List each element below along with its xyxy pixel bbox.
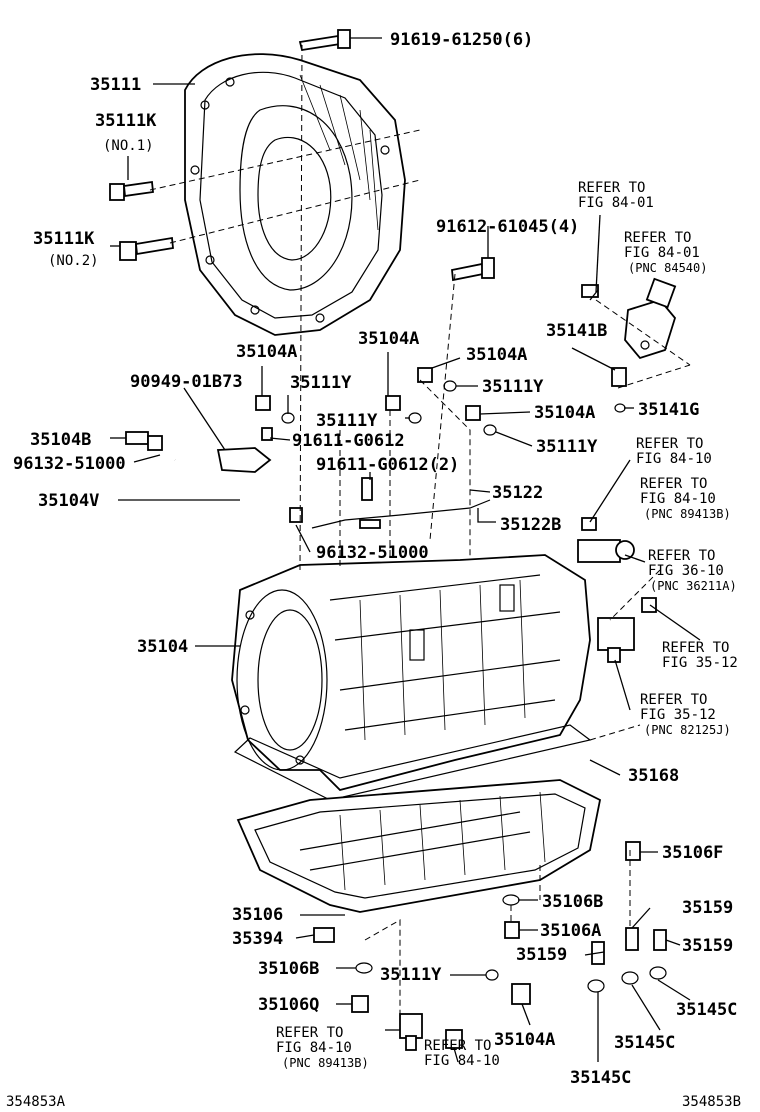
label-35111y-1[interactable]: 35111Y — [290, 373, 352, 393]
label-91619-61250[interactable]: 91619-61250(6) — [390, 30, 533, 50]
label-35104[interactable]: 35104 — [137, 637, 188, 657]
label-35106a[interactable]: 35106A — [540, 921, 601, 941]
label-35104a-2[interactable]: 35104A — [358, 329, 419, 349]
label-35104a-4[interactable]: 35104A — [534, 403, 595, 423]
refer-notes: REFER TO FIG 84-01 REFER TO FIG 84-01 (P… — [276, 180, 738, 1070]
bolt-91612-icon — [451, 257, 495, 282]
label-35106b-2[interactable]: 35106B — [258, 959, 319, 979]
seal-icon — [587, 979, 605, 993]
label-35104a-5[interactable]: 35104A — [494, 1030, 555, 1050]
refer-note-84-10-pnc-2[interactable]: REFER TO FIG 84-10 (PNC 89413B) — [276, 1025, 369, 1070]
magnet-35394-icon — [313, 927, 335, 943]
label-91612-61045[interactable]: 91612-61045(4) — [436, 217, 579, 237]
label-35111y-4[interactable]: 35111Y — [536, 437, 598, 457]
connector-90949-icon — [216, 427, 273, 473]
label-90949-01b73[interactable]: 90949-01B73 — [130, 372, 243, 392]
refer-note-84-01-pnc[interactable]: REFER TO FIG 84-01 (PNC 84540) — [624, 230, 708, 275]
refer-note-84-10[interactable]: REFER TO FIG 84-10 — [636, 436, 712, 467]
diagram-id-right: 354853B — [682, 1094, 741, 1110]
label-35111[interactable]: 35111 — [90, 75, 141, 95]
refer-note-84-10-pnc[interactable]: REFER TO FIG 84-10 (PNC 89413B) — [640, 476, 731, 521]
bolt-icon — [361, 477, 373, 501]
label-35159-1[interactable]: 35159 — [682, 898, 733, 918]
label-35145c-3[interactable]: 35145C — [570, 1068, 631, 1088]
refer-note-36-10-pnc[interactable]: REFER TO FIG 36-10 (PNC 36211A) — [648, 548, 737, 593]
part-labels: 91619-61250(6) 35111 35111K (NO.1) 35111… — [13, 30, 737, 1088]
hose-35104v-icon — [174, 457, 303, 523]
o-ring-icon — [485, 969, 499, 981]
sensor-84540-icon — [624, 277, 677, 360]
label-35111k-2[interactable]: 35111K — [33, 229, 95, 249]
label-no1: (NO.1) — [103, 138, 154, 154]
label-35111y-2[interactable]: 35111Y — [316, 411, 378, 431]
label-no2: (NO.2) — [48, 253, 99, 269]
label-35104v[interactable]: 35104V — [38, 491, 99, 511]
transmission-case-drawing — [231, 554, 591, 792]
label-35106[interactable]: 35106 — [232, 905, 283, 925]
leader-lines — [110, 37, 701, 1063]
seal-icon — [649, 966, 667, 980]
label-35145c-2[interactable]: 35145C — [614, 1033, 675, 1053]
oil-pan-drawing — [236, 779, 602, 913]
tube-35159-icon — [625, 927, 639, 951]
label-35141b[interactable]: 35141B — [546, 321, 607, 341]
label-35106q[interactable]: 35106Q — [258, 995, 319, 1015]
connector-89413b-icon — [399, 1013, 423, 1051]
plug-35106a-icon — [504, 921, 520, 939]
refer-note-84-10-2[interactable]: REFER TO FIG 84-10 — [424, 1038, 500, 1069]
label-96132-51000-2[interactable]: 96132-51000 — [316, 543, 429, 563]
label-35111k-1[interactable]: 35111K — [95, 111, 157, 131]
bolt-35111k-1-icon — [109, 180, 154, 201]
refer-note-84-01[interactable]: REFER TO FIG 84-01 — [578, 180, 654, 211]
bolt-91619-icon — [298, 29, 351, 52]
pipe-35122-icon — [311, 499, 491, 529]
label-35122[interactable]: 35122 — [492, 483, 543, 503]
plug-35104a-icon — [255, 367, 481, 421]
bolt-icon — [641, 597, 657, 613]
label-35104a-3[interactable]: 35104A — [466, 345, 527, 365]
bolt-35111k-2-icon — [119, 236, 174, 261]
connector-35104a-icon — [511, 983, 531, 1005]
label-35394[interactable]: 35394 — [232, 929, 283, 949]
label-35106b-1[interactable]: 35106B — [542, 892, 603, 912]
label-35145c-1[interactable]: 35145C — [676, 1000, 737, 1020]
fitting-35104b-icon — [125, 431, 163, 451]
tube-35159-icon — [653, 929, 667, 951]
seal-icon — [621, 971, 639, 985]
label-35122b[interactable]: 35122B — [500, 515, 561, 535]
plug-35106f-icon — [625, 841, 641, 861]
label-96132-51000-1[interactable]: 96132-51000 — [13, 454, 126, 474]
label-35159-2[interactable]: 35159 — [682, 936, 733, 956]
label-35106f[interactable]: 35106F — [662, 843, 723, 863]
assembly-dash-lines — [149, 44, 691, 1015]
label-91611-g0612[interactable]: 91611-G0612 — [292, 431, 405, 451]
label-35141g[interactable]: 35141G — [638, 400, 699, 420]
label-35159-3[interactable]: 35159 — [516, 945, 567, 965]
transmission-housing-drawing — [184, 53, 406, 336]
label-35168[interactable]: 35168 — [628, 766, 679, 786]
refer-note-35-12[interactable]: REFER TO FIG 35-12 — [662, 640, 738, 671]
label-91611-g0612-2[interactable]: 91611-G0612(2) — [316, 455, 459, 475]
plug-35141b-icon — [611, 367, 627, 387]
bolt-icon — [581, 517, 597, 531]
washer-icon — [355, 962, 373, 974]
washer-icon — [502, 894, 520, 906]
plug-35106q-icon — [351, 995, 369, 1013]
sensor-82125j-icon — [597, 617, 635, 663]
label-35111y-5[interactable]: 35111Y — [380, 965, 442, 985]
sensor-36211a-icon — [577, 539, 635, 563]
label-35104b[interactable]: 35104B — [30, 430, 91, 450]
diagram-id-left: 354853A — [6, 1094, 66, 1110]
label-35104a-1[interactable]: 35104A — [236, 342, 297, 362]
refer-note-35-12-pnc[interactable]: REFER TO FIG 35-12 (PNC 82125J) — [640, 692, 731, 737]
label-35111y-3[interactable]: 35111Y — [482, 377, 544, 397]
